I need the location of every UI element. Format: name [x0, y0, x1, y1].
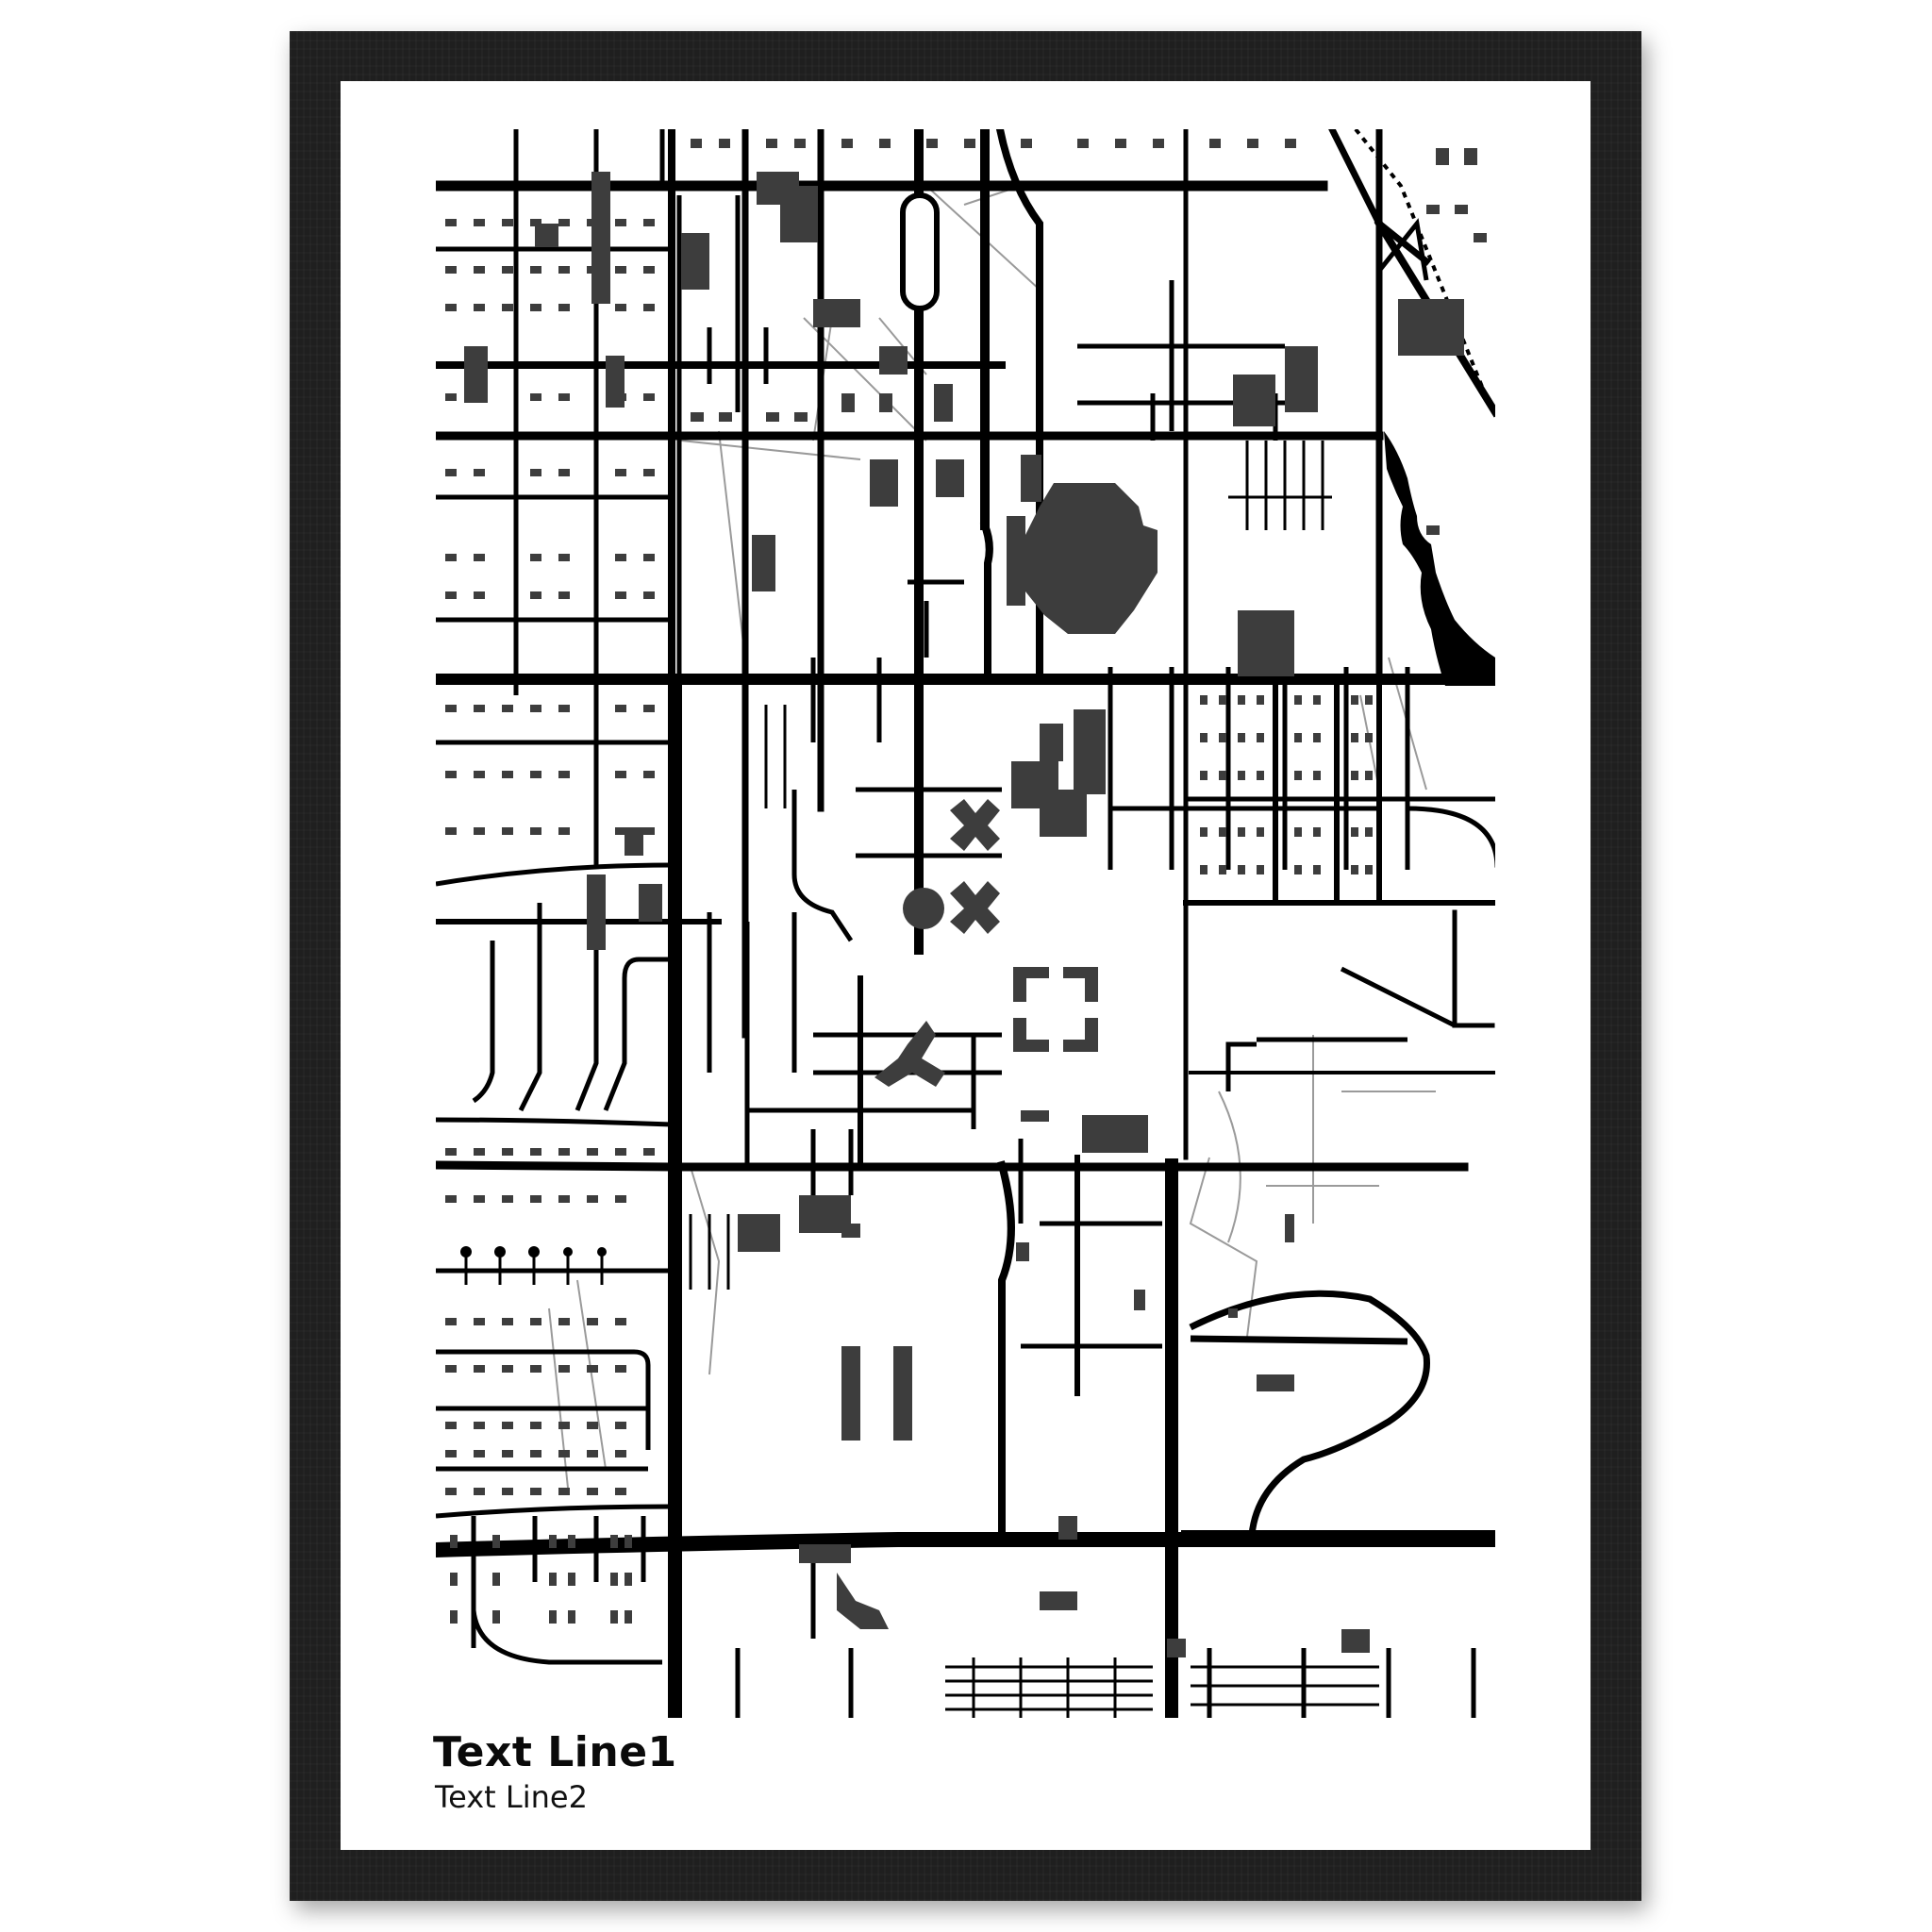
map-river [1384, 431, 1495, 686]
map-parking [670, 441, 1379, 1718]
poster-subtitle: Text Line2 [435, 1779, 588, 1815]
map-curved-road [1189, 1290, 1430, 1536]
street-map [436, 129, 1495, 1718]
map-culdesac-stems [464, 1252, 604, 1285]
map-railway [1354, 129, 1494, 413]
poster-title: Text Line1 [433, 1728, 677, 1776]
map-buildings [464, 172, 1464, 1657]
